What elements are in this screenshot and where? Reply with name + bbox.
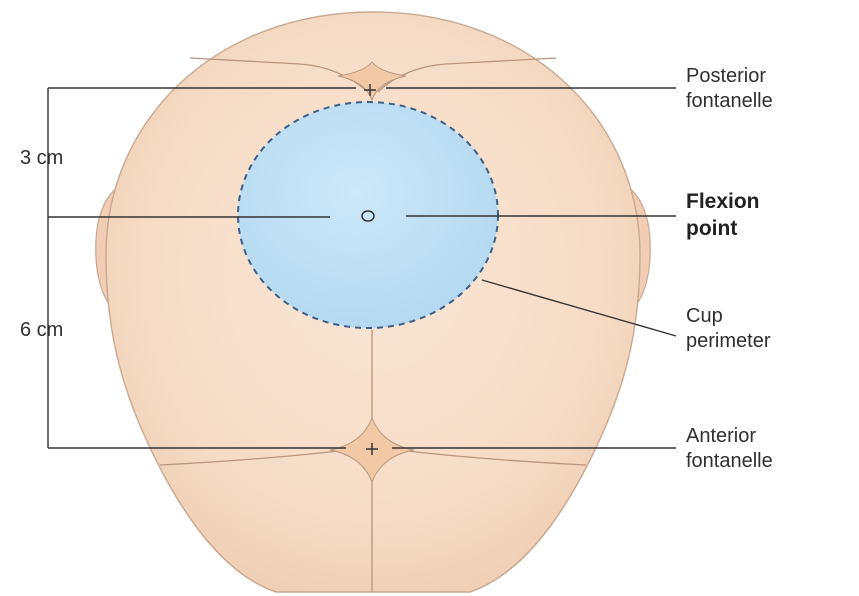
cup-perimeter-label-line2: perimeter — [686, 329, 770, 354]
upper-measurement-label: 3 cm — [20, 146, 63, 171]
lower-measurement-label: 6 cm — [20, 318, 63, 343]
cup-perimeter-label: Cup perimeter — [686, 304, 770, 354]
posterior-fontanelle-label: Posterior fontanelle — [686, 64, 773, 114]
cup-perimeter-circle — [238, 102, 498, 328]
posterior-fontanelle-label-line1: Posterior — [686, 64, 773, 89]
cup-perimeter-label-line1: Cup — [686, 304, 770, 329]
flexion-point-label-line2: point — [686, 215, 760, 242]
anterior-fontanelle-label-line2: fontanelle — [686, 449, 773, 474]
anterior-fontanelle-label: Anterior fontanelle — [686, 424, 773, 474]
anterior-fontanelle-label-line1: Anterior — [686, 424, 773, 449]
flexion-point-label-line1: Flexion — [686, 188, 760, 215]
posterior-fontanelle-label-line2: fontanelle — [686, 89, 773, 114]
flexion-point-label: Flexion point — [686, 188, 760, 242]
